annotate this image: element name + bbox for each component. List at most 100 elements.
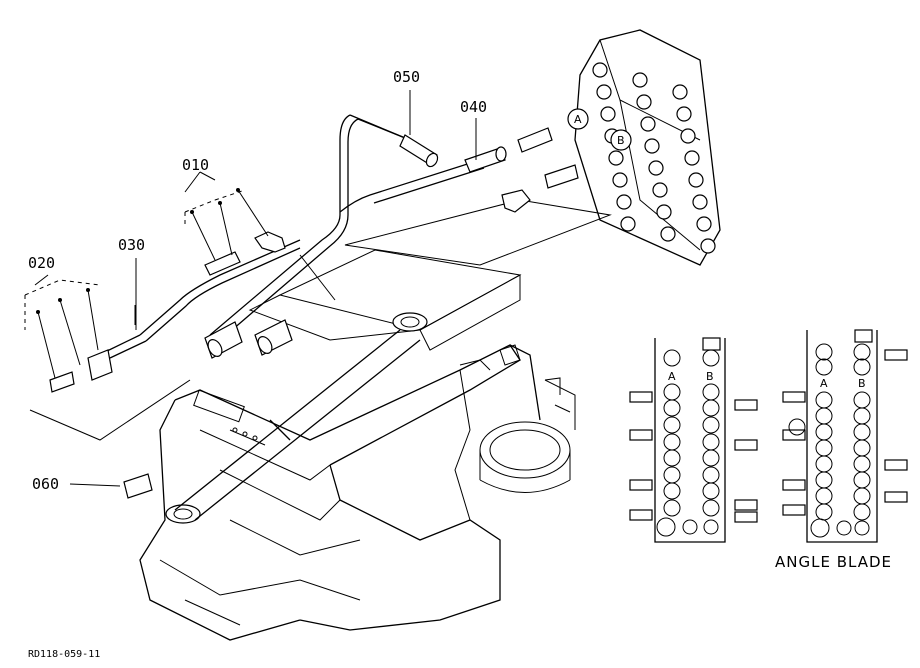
valve-spool <box>660 226 676 242</box>
section-port <box>815 503 833 521</box>
spool-tab <box>884 349 908 361</box>
valve-spool <box>592 62 608 78</box>
valve-spool <box>620 216 636 232</box>
valve-spool <box>656 204 672 220</box>
valve-spool <box>608 150 624 166</box>
tank-port <box>682 519 698 535</box>
spool-tab <box>884 491 908 503</box>
section-port <box>815 407 833 425</box>
section-port <box>853 487 871 505</box>
section-port <box>663 449 681 467</box>
inset2-port-b: B <box>858 377 866 390</box>
section-port <box>663 433 681 451</box>
figure-code: RD118-059-11 <box>28 649 100 660</box>
section-port <box>702 449 720 467</box>
spool-tab <box>734 399 758 411</box>
control-valve <box>574 29 721 266</box>
valve-spool <box>648 160 664 176</box>
valve-spool <box>644 138 660 154</box>
valve-spool <box>688 172 704 188</box>
valve-spool <box>696 216 712 232</box>
section-port <box>702 383 720 401</box>
section-port <box>663 499 681 517</box>
section-port <box>815 439 833 457</box>
inset1-circles <box>629 349 758 537</box>
valve-spool <box>680 128 696 144</box>
section-port <box>853 358 871 376</box>
port-a-marker: A <box>567 108 589 130</box>
section-port <box>853 423 871 441</box>
section-port <box>663 466 681 484</box>
section-port <box>853 439 871 457</box>
section-port <box>702 499 720 517</box>
callout-060: 060 <box>32 475 59 493</box>
section-port <box>663 383 681 401</box>
valve-spools <box>592 62 716 254</box>
spool-tab <box>782 429 806 441</box>
valve-spool <box>640 116 656 132</box>
section-port <box>853 391 871 409</box>
section-port <box>853 503 871 521</box>
tank-port <box>656 517 676 537</box>
section-port <box>702 482 720 500</box>
valve-spool <box>612 172 628 188</box>
valve-schematic-angle-blade: A B <box>782 329 908 543</box>
valve-spool <box>636 94 652 110</box>
section-port <box>702 416 720 434</box>
valve-spool <box>616 194 632 210</box>
chassis-frame <box>139 199 612 641</box>
spool-tab <box>734 439 758 451</box>
spool-tab <box>629 479 653 491</box>
section-port <box>815 455 833 473</box>
port-a-label: A <box>574 113 582 126</box>
section-port <box>663 399 681 417</box>
valve-spool <box>672 84 688 100</box>
section-port <box>815 487 833 505</box>
spool-tab <box>884 459 908 471</box>
section-port <box>815 471 833 489</box>
section-port <box>702 349 720 367</box>
spool-tab <box>782 479 806 491</box>
callout-040: 040 <box>460 98 487 116</box>
valve-spool <box>700 238 716 254</box>
valve-spool <box>676 106 692 122</box>
section-port <box>853 407 871 425</box>
spool-tab <box>629 509 653 521</box>
valve-spool <box>684 150 700 166</box>
section-port <box>702 466 720 484</box>
spool-tab <box>734 499 758 511</box>
section-port <box>853 471 871 489</box>
section-port <box>663 349 681 367</box>
valve-spool <box>600 106 616 122</box>
tank-port <box>854 520 870 536</box>
inset1-port-a: A <box>668 370 676 383</box>
section-port <box>663 416 681 434</box>
section-port <box>815 391 833 409</box>
section-port <box>702 433 720 451</box>
tank-port <box>836 520 852 536</box>
tank-port <box>703 519 719 535</box>
section-port <box>853 343 871 361</box>
port-b-label: B <box>617 134 625 147</box>
section-port <box>702 399 720 417</box>
spool-tab <box>782 391 806 403</box>
valve-spool <box>596 84 612 100</box>
aux-port <box>788 418 806 436</box>
leader-lines <box>34 90 477 487</box>
valve-schematic-standard: A B <box>629 337 758 543</box>
callout-010: 010 <box>182 156 209 174</box>
callout-030: 030 <box>118 236 145 254</box>
callout-050: 050 <box>393 68 420 86</box>
section-port <box>853 455 871 473</box>
tank-port <box>810 518 830 538</box>
port-b-marker: B <box>610 129 632 151</box>
valve-spool <box>632 72 648 88</box>
spool-tab <box>734 511 758 523</box>
spool-tab <box>629 429 653 441</box>
hose-fittings <box>49 127 579 499</box>
valve-spool <box>652 182 668 198</box>
hose-assembly <box>104 114 485 359</box>
callout-020: 020 <box>28 254 55 272</box>
